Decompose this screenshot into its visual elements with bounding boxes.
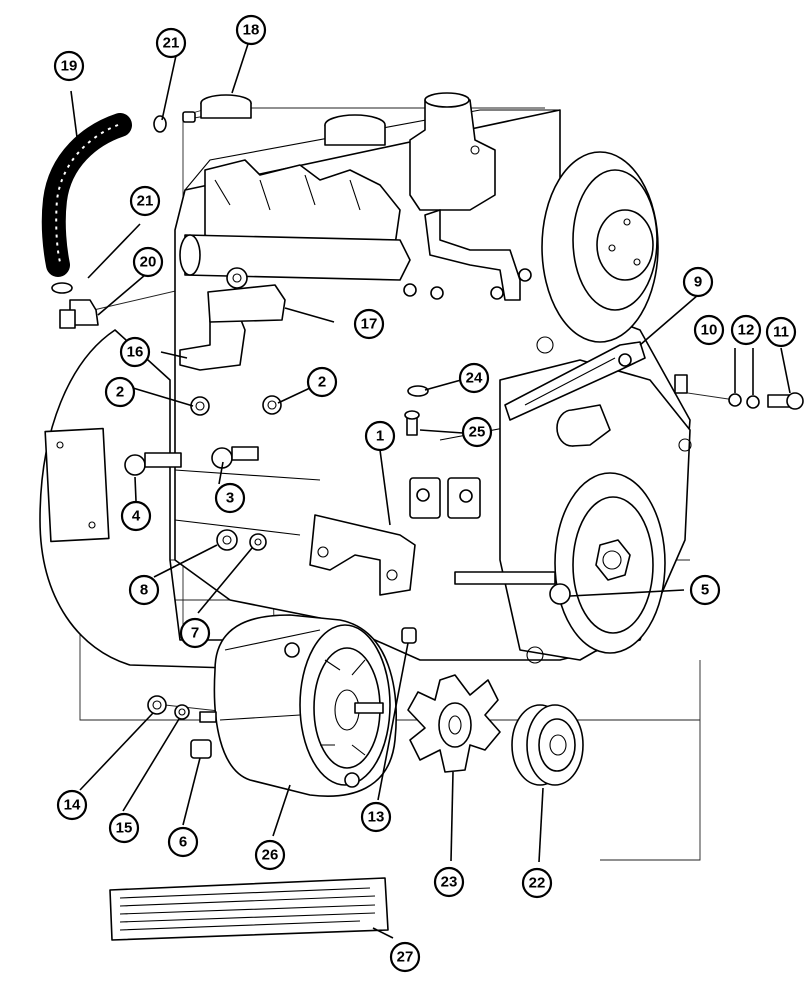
callout-9-label: 9 (694, 274, 702, 291)
round-boss (556, 404, 611, 447)
callout-27-label: 27 (397, 949, 414, 966)
callout-17: 17 (353, 308, 385, 340)
callout-10: 10 (693, 314, 725, 346)
callout-26-label: 26 (262, 847, 279, 864)
callout-27: 27 (389, 941, 421, 973)
callout-6: 6 (167, 826, 199, 858)
callout-20: 20 (132, 246, 164, 278)
callout-19-label: 19 (61, 58, 78, 75)
callout-18-label: 18 (243, 22, 260, 39)
callout-5: 5 (689, 574, 721, 606)
decal-plate (109, 877, 389, 941)
callout-2a-label: 2 (116, 384, 124, 401)
callout-22: 22 (521, 867, 553, 899)
callout-21a-label: 21 (163, 35, 180, 52)
callout-8-label: 8 (140, 582, 148, 599)
callout-4-label: 4 (132, 508, 141, 525)
callout-25: 25 (461, 416, 493, 448)
callout-8: 8 (128, 574, 160, 606)
callout-20-label: 20 (140, 254, 157, 271)
callout-3: 3 (214, 482, 246, 514)
hose (41, 113, 132, 277)
hardware (51, 111, 804, 759)
callout-15: 15 (108, 812, 140, 844)
callout-13: 13 (360, 801, 392, 833)
callout-11-label: 11 (773, 324, 789, 341)
callout-23: 23 (433, 866, 465, 898)
callout-25-label: 25 (469, 424, 486, 441)
callout-16: 16 (119, 336, 151, 368)
manifold (179, 92, 532, 371)
adjusting-strap (504, 341, 688, 421)
callout-2b-label: 2 (318, 374, 326, 391)
callout-16-label: 16 (127, 344, 144, 361)
callout-7: 7 (179, 617, 211, 649)
fan-pulley (541, 151, 659, 343)
callout-7-label: 7 (191, 625, 199, 642)
callout-13-label: 13 (368, 809, 385, 826)
callout-19: 19 (53, 50, 85, 82)
callout-2a: 2 (104, 376, 136, 408)
callout-21b: 21 (129, 185, 161, 217)
crank-damper (554, 472, 666, 654)
callout-22-label: 22 (529, 875, 546, 892)
callout-18: 18 (235, 14, 267, 46)
callout-11: 11 (765, 316, 797, 348)
callout-2b: 2 (306, 366, 338, 398)
callout-24-label: 24 (466, 370, 483, 387)
callout-layer: 1 2 2 3 4 5 6 7 8 9 10 11 12 13 14 15 16… (53, 14, 797, 973)
callout-12: 12 (730, 314, 762, 346)
callout-26: 26 (254, 839, 286, 871)
alternator (199, 614, 397, 797)
callout-17-label: 17 (361, 316, 378, 333)
callout-12-label: 12 (738, 322, 755, 339)
alternator-bracket (309, 477, 481, 596)
callout-1: 1 (364, 420, 396, 452)
hose-highlight (55, 124, 119, 263)
callout-14: 14 (56, 789, 88, 821)
callout-21b-label: 21 (137, 193, 154, 210)
leader-lines (70, 43, 791, 939)
callout-14-label: 14 (64, 797, 81, 814)
callout-5-label: 5 (701, 582, 709, 599)
callout-24: 24 (458, 362, 490, 394)
alternator-fan (407, 674, 501, 773)
callout-10-label: 10 (701, 322, 718, 339)
callout-9: 9 (682, 266, 714, 298)
alternator-pulley (511, 704, 584, 786)
callout-1-label: 1 (376, 428, 384, 445)
callout-4: 4 (120, 500, 152, 532)
callout-23-label: 23 (441, 874, 458, 891)
callout-6-label: 6 (179, 834, 187, 851)
callout-21a: 21 (155, 27, 187, 59)
callout-3-label: 3 (226, 490, 234, 507)
callout-15-label: 15 (116, 820, 133, 837)
